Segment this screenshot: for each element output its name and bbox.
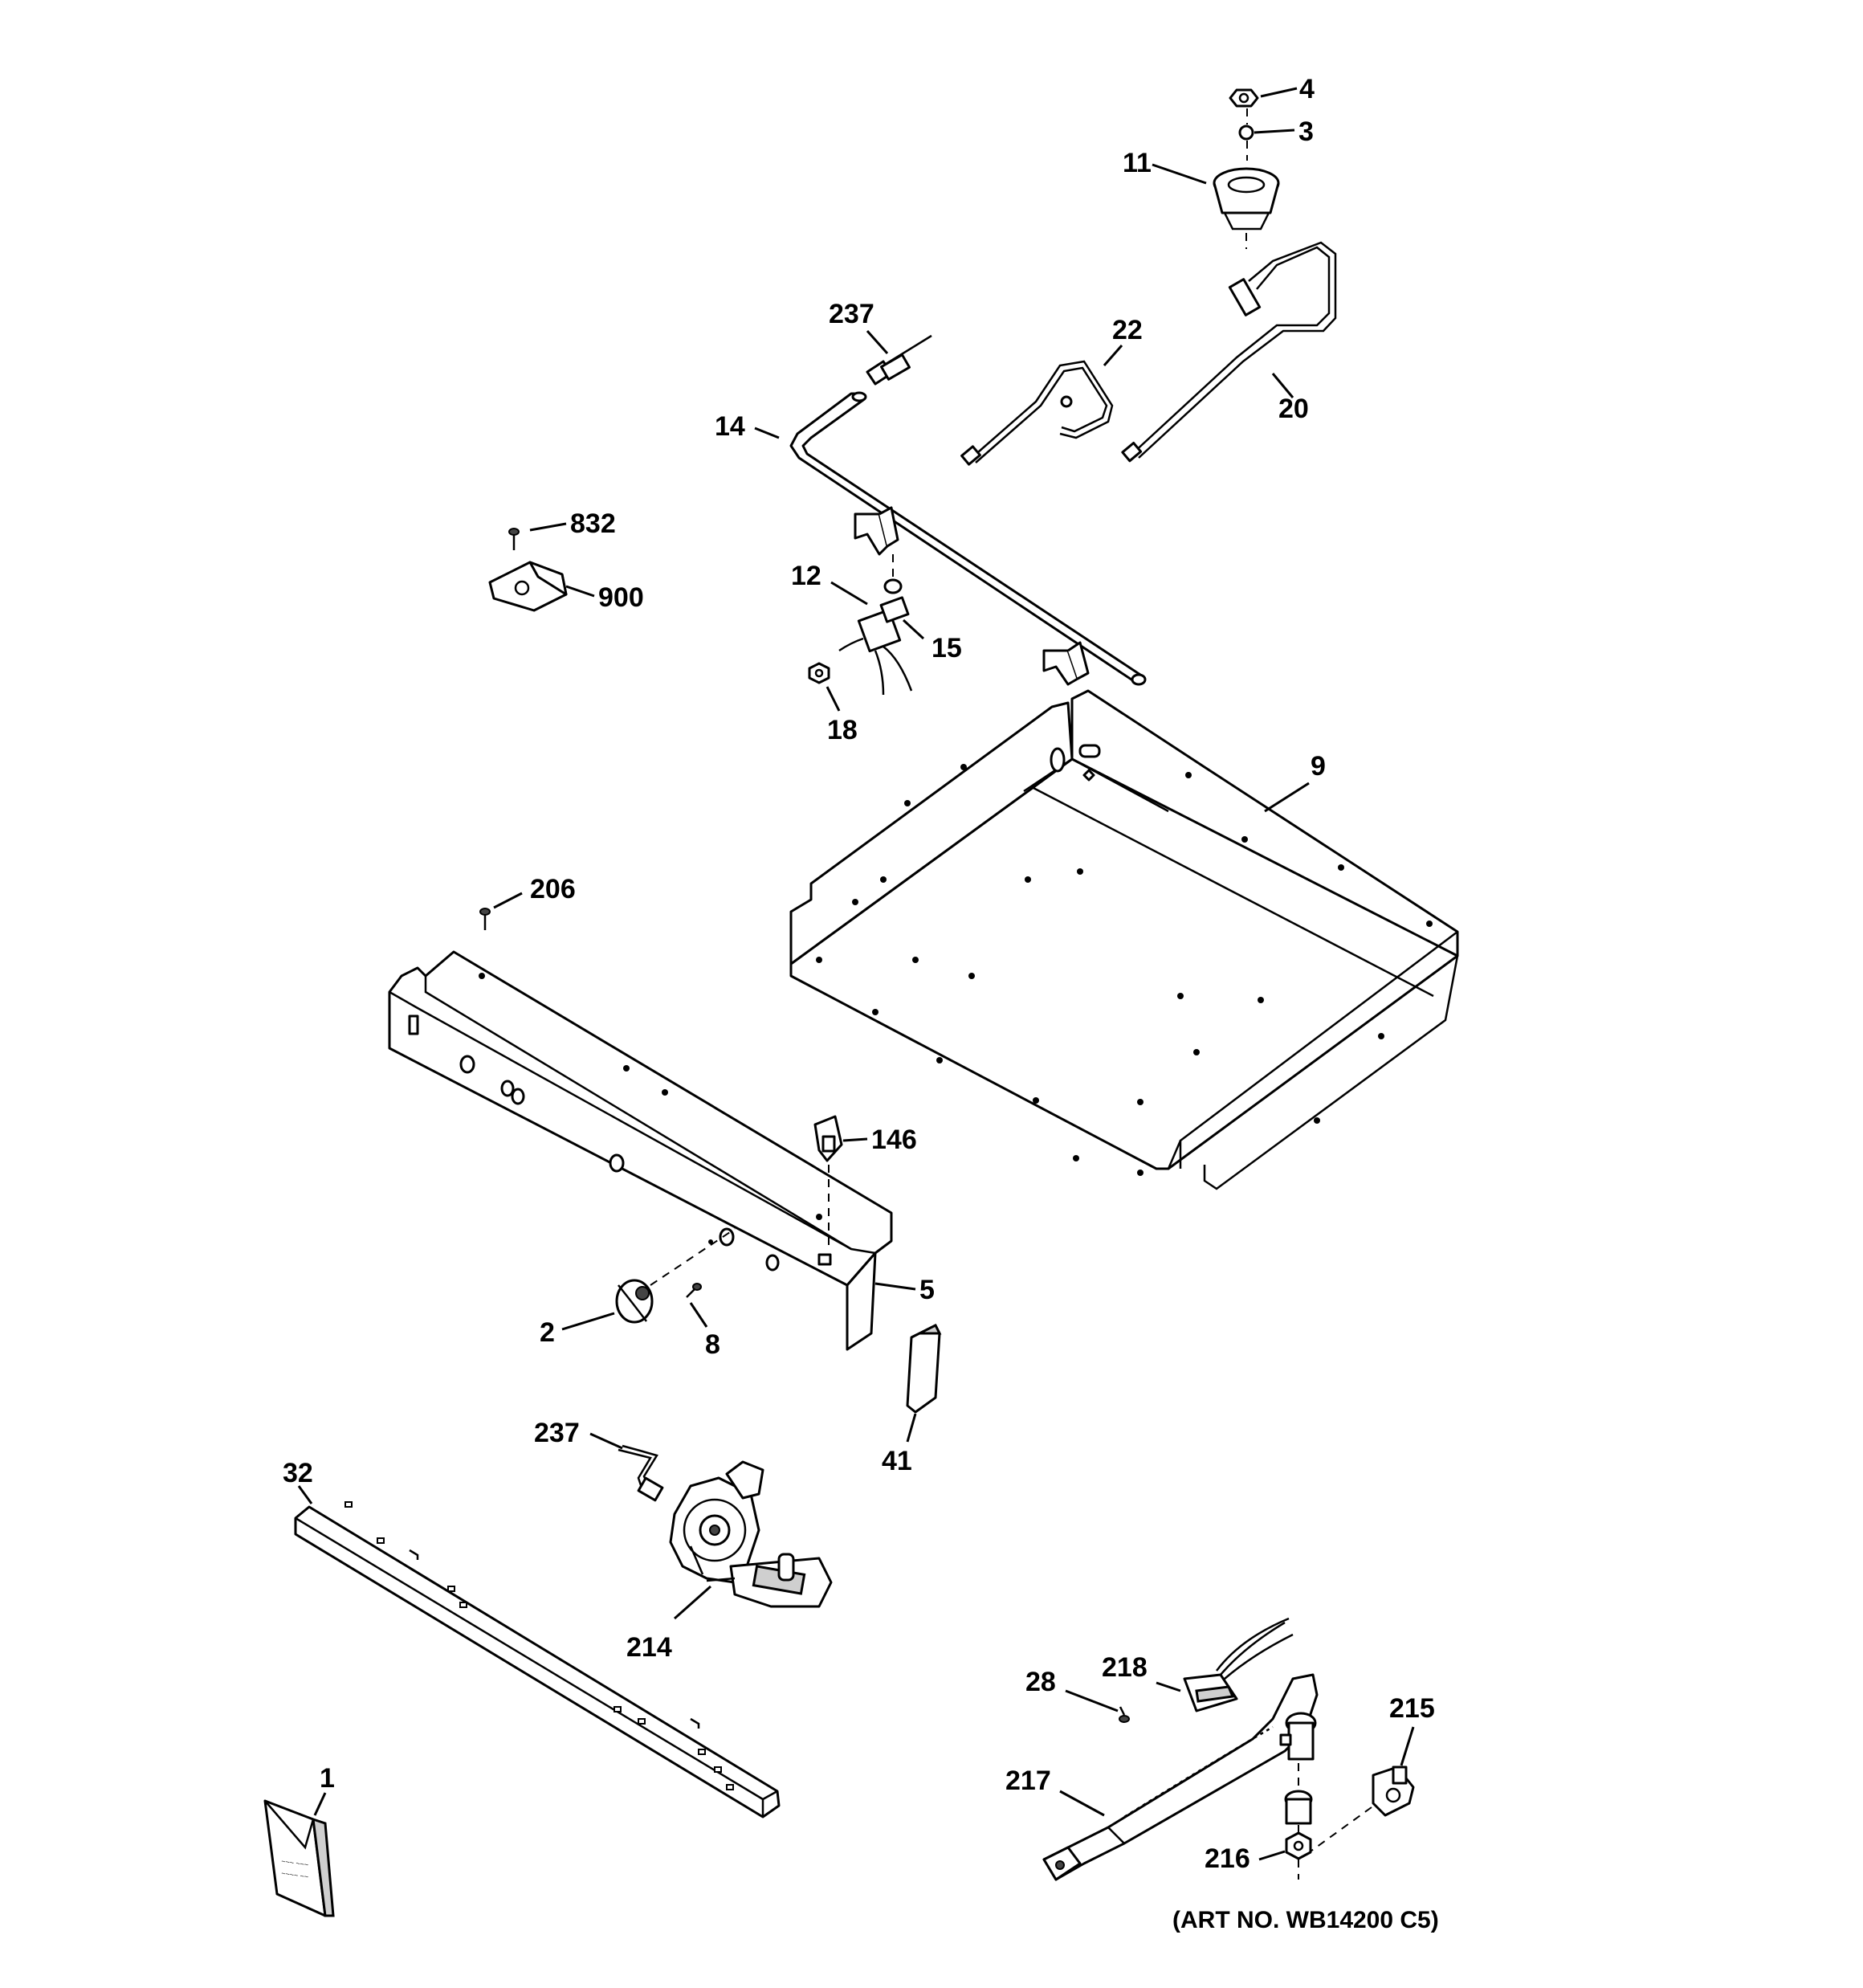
callout-41: 41 bbox=[882, 1446, 912, 1476]
part-215-bracket bbox=[1372, 1766, 1415, 1817]
callout-22: 22 bbox=[1112, 315, 1143, 345]
part-20-gas-tube bbox=[1121, 241, 1337, 463]
part-216-nut bbox=[1285, 1831, 1312, 1860]
part-5-manifold-panel bbox=[388, 950, 893, 1351]
callout-217: 217 bbox=[1005, 1766, 1051, 1796]
part-832-screw bbox=[508, 528, 520, 550]
part-217-burner-connector bbox=[1279, 1712, 1317, 1761]
callout-1: 1 bbox=[320, 1763, 335, 1794]
part-2-control-knob bbox=[615, 1279, 654, 1324]
callout-32: 32 bbox=[283, 1458, 313, 1488]
callout-12: 12 bbox=[791, 561, 821, 591]
callout-216: 216 bbox=[1205, 1843, 1250, 1874]
callout-832: 832 bbox=[570, 508, 616, 539]
part-217-lower-connector bbox=[1284, 1790, 1313, 1825]
callout-labels: 4 3 11 237 22 20 14 832 900 12 15 18 9 2… bbox=[283, 74, 1435, 1874]
callout-20: 20 bbox=[1278, 394, 1309, 424]
callout-237-upper: 237 bbox=[829, 299, 874, 329]
part-14-manifold-pipe bbox=[789, 391, 1147, 686]
callout-237-lower: 237 bbox=[534, 1418, 580, 1448]
part-206-screw bbox=[479, 908, 491, 930]
part-28-screw bbox=[1119, 1706, 1130, 1723]
callout-214: 214 bbox=[626, 1632, 672, 1663]
svg-text:~~~~ ~~: ~~~~ ~~ bbox=[281, 1869, 309, 1881]
part-8-screw bbox=[686, 1283, 702, 1298]
part-218-ignitor bbox=[1183, 1617, 1294, 1712]
callout-15: 15 bbox=[932, 633, 962, 663]
part-214-oven-valve bbox=[669, 1460, 833, 1608]
part-12-valve bbox=[838, 578, 913, 696]
part-9-burner-box bbox=[789, 689, 1459, 1190]
part-22-gas-tube bbox=[960, 360, 1114, 466]
callout-11: 11 bbox=[1123, 148, 1152, 178]
callout-215: 215 bbox=[1389, 1693, 1435, 1724]
part-32-strip bbox=[294, 1501, 781, 1819]
callout-900: 900 bbox=[598, 582, 644, 613]
part-41-end-cap bbox=[906, 1323, 942, 1414]
callout-2: 2 bbox=[540, 1317, 555, 1348]
callout-5: 5 bbox=[919, 1275, 935, 1305]
callout-14: 14 bbox=[715, 411, 745, 442]
art-number: (ART NO. WB14200 C5) bbox=[1172, 1907, 1439, 1933]
part-1-literature-envelope: ~~~ ~~~ ~~~~ ~~ bbox=[263, 1799, 335, 1917]
callout-8: 8 bbox=[705, 1329, 720, 1360]
part-900-bracket bbox=[488, 561, 568, 612]
part-237-orifice-tube bbox=[618, 1444, 664, 1502]
callout-18: 18 bbox=[827, 715, 858, 745]
callout-3: 3 bbox=[1298, 116, 1314, 147]
part-3-screw bbox=[1238, 125, 1254, 141]
svg-text:~~~ ~~~: ~~~ ~~~ bbox=[281, 1857, 309, 1869]
callout-9: 9 bbox=[1311, 751, 1326, 782]
part-4-nut bbox=[1229, 88, 1259, 108]
leader-lines bbox=[297, 87, 1415, 1861]
part-18-nut bbox=[808, 662, 830, 684]
part-11-burner-head bbox=[1213, 167, 1280, 231]
callout-218: 218 bbox=[1102, 1652, 1148, 1683]
part-237-orifice-fitting bbox=[866, 334, 932, 386]
callout-28: 28 bbox=[1025, 1667, 1056, 1697]
callout-206: 206 bbox=[530, 874, 576, 904]
callout-146: 146 bbox=[871, 1125, 917, 1155]
part-146-clip bbox=[813, 1115, 843, 1162]
part-217-burner-tube bbox=[1042, 1673, 1319, 1881]
callout-4: 4 bbox=[1299, 74, 1315, 104]
